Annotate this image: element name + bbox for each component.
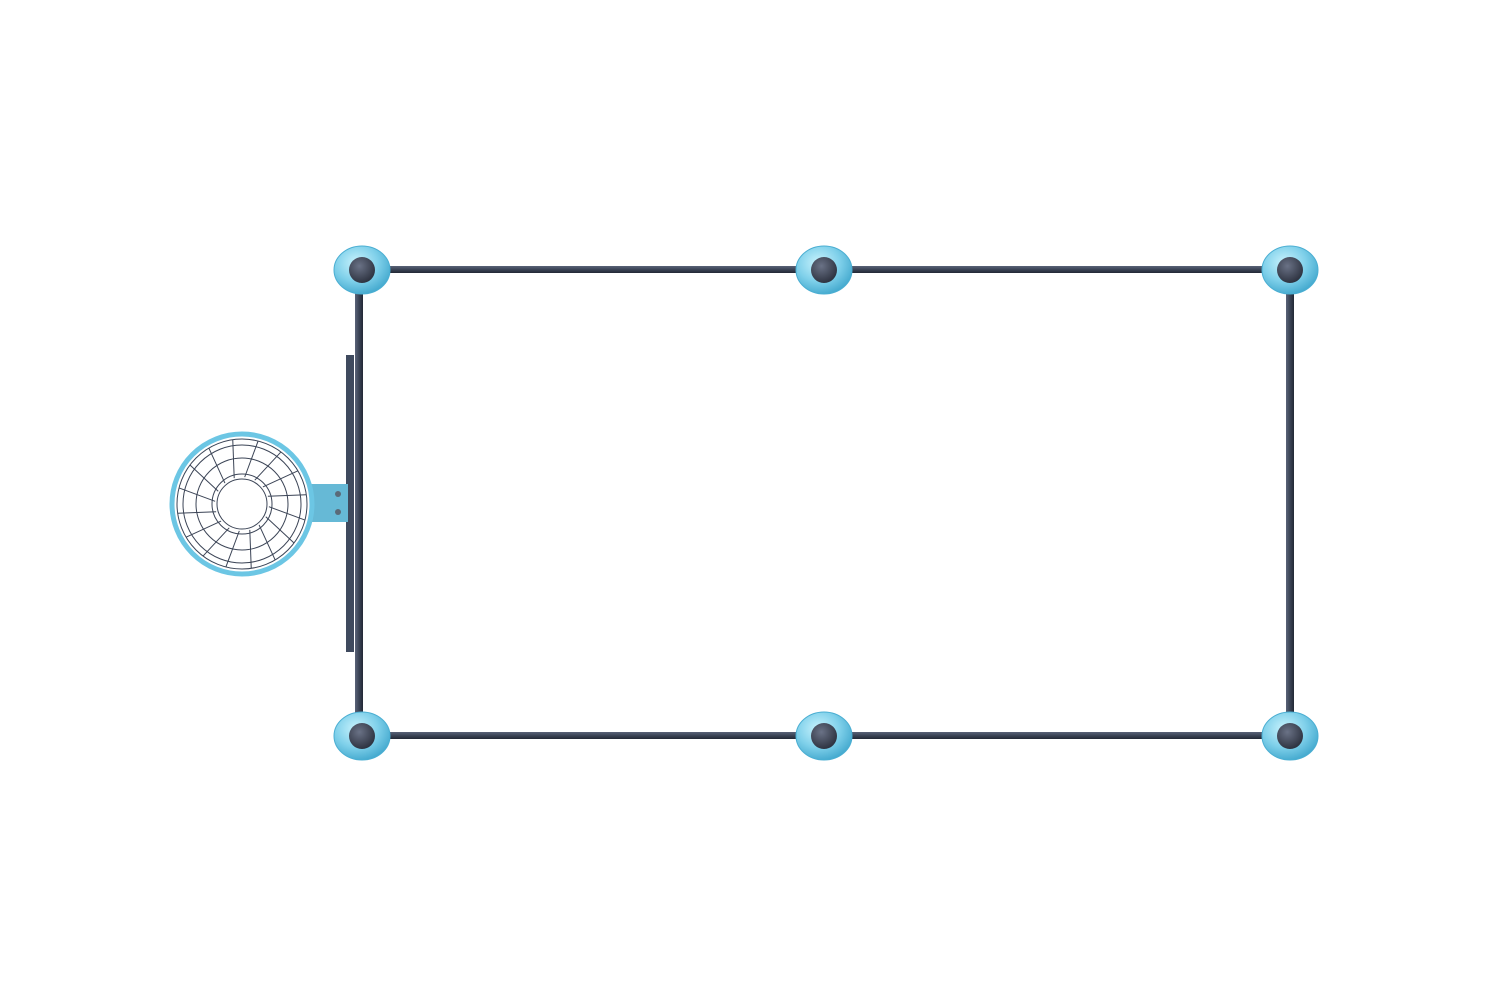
net-strand (265, 516, 295, 544)
net-strand (267, 494, 307, 497)
frame-bars (355, 266, 1294, 739)
frame-joint-icon (1261, 711, 1319, 761)
basketball-hoop-icon (169, 431, 348, 577)
frame-joint-icon (333, 245, 391, 295)
hoop-net (176, 438, 308, 570)
net-strand (185, 520, 222, 538)
net-strand (202, 527, 230, 557)
net-strand (262, 470, 299, 488)
right-bar (1286, 270, 1294, 736)
net-strand (232, 439, 235, 479)
net-strand (249, 529, 252, 569)
net-strand (254, 451, 282, 481)
net-strand (225, 530, 240, 568)
net-strand (208, 447, 226, 484)
net-strand (189, 464, 219, 492)
net-strand (178, 487, 216, 502)
net-strand (258, 524, 276, 561)
hoop-rim (169, 431, 315, 577)
hoop-bracket (308, 484, 348, 522)
net-strand (244, 440, 259, 478)
net-strand (177, 511, 217, 514)
left-bar (355, 270, 363, 736)
frame-joint-icon (333, 711, 391, 761)
backboard (346, 355, 354, 652)
frame-joint-icon (795, 245, 853, 295)
net-strand (268, 506, 306, 521)
frame-joint-icon (1261, 245, 1319, 295)
frame-joints (333, 245, 1319, 761)
frame-joint-icon (795, 711, 853, 761)
